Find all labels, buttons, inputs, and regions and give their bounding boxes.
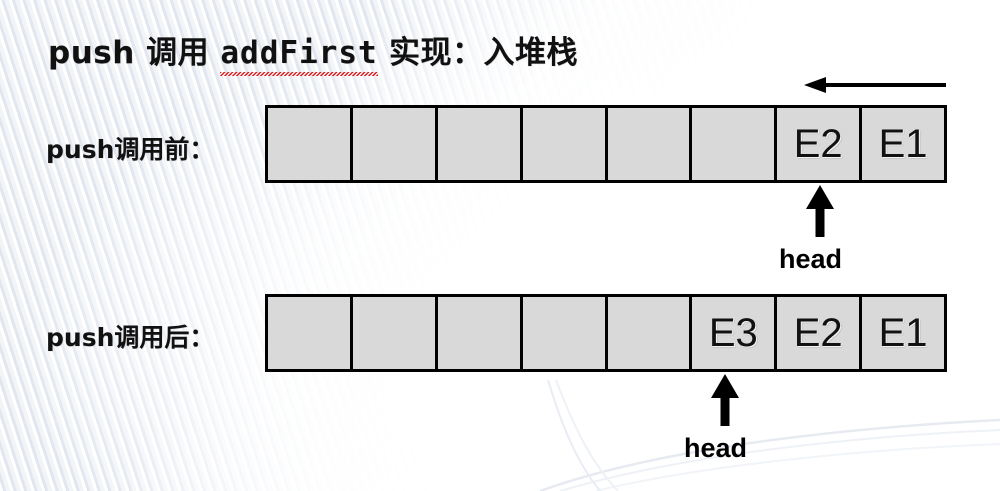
title-part-call: 调用 <box>146 35 221 71</box>
slide-title: push 调用 addFirst 实现：入堆栈 <box>48 27 578 76</box>
direction-arrow-left <box>800 77 948 93</box>
array-cell-e3[interactable]: E3 <box>692 297 778 369</box>
head-label-after: head <box>684 433 748 463</box>
head-pointer-arrow-before <box>800 185 840 237</box>
title-part-suffix: 实现：入堆栈 <box>377 35 578 71</box>
head-label-before: head <box>779 244 843 274</box>
array-cell[interactable] <box>352 108 438 180</box>
array-cell[interactable] <box>522 108 608 180</box>
array-cell[interactable] <box>607 297 693 369</box>
array-cell-e1[interactable]: E1 <box>862 108 944 180</box>
array-cell[interactable] <box>437 108 523 180</box>
array-cell[interactable] <box>352 297 438 369</box>
array-cell-e2[interactable]: E2 <box>777 297 863 369</box>
title-method-name: addFirst <box>220 35 379 76</box>
head-pointer-arrow-after <box>705 374 745 426</box>
array-cell[interactable] <box>437 297 523 369</box>
array-cell-e2[interactable]: E2 <box>777 108 863 180</box>
title-part-push: push <box>48 35 147 71</box>
array-cell[interactable] <box>268 108 353 180</box>
array-cell[interactable] <box>692 108 778 180</box>
array-row-after: E3 E2 E1 <box>265 294 947 372</box>
row-label-before: push调用前： <box>46 135 215 164</box>
array-cell[interactable] <box>522 297 608 369</box>
row-label-after: push调用后： <box>46 323 215 352</box>
array-row-before: E2 E1 <box>265 105 947 183</box>
array-cell[interactable] <box>268 297 353 369</box>
array-cell[interactable] <box>607 108 693 180</box>
array-cell-e1[interactable]: E1 <box>862 297 944 369</box>
